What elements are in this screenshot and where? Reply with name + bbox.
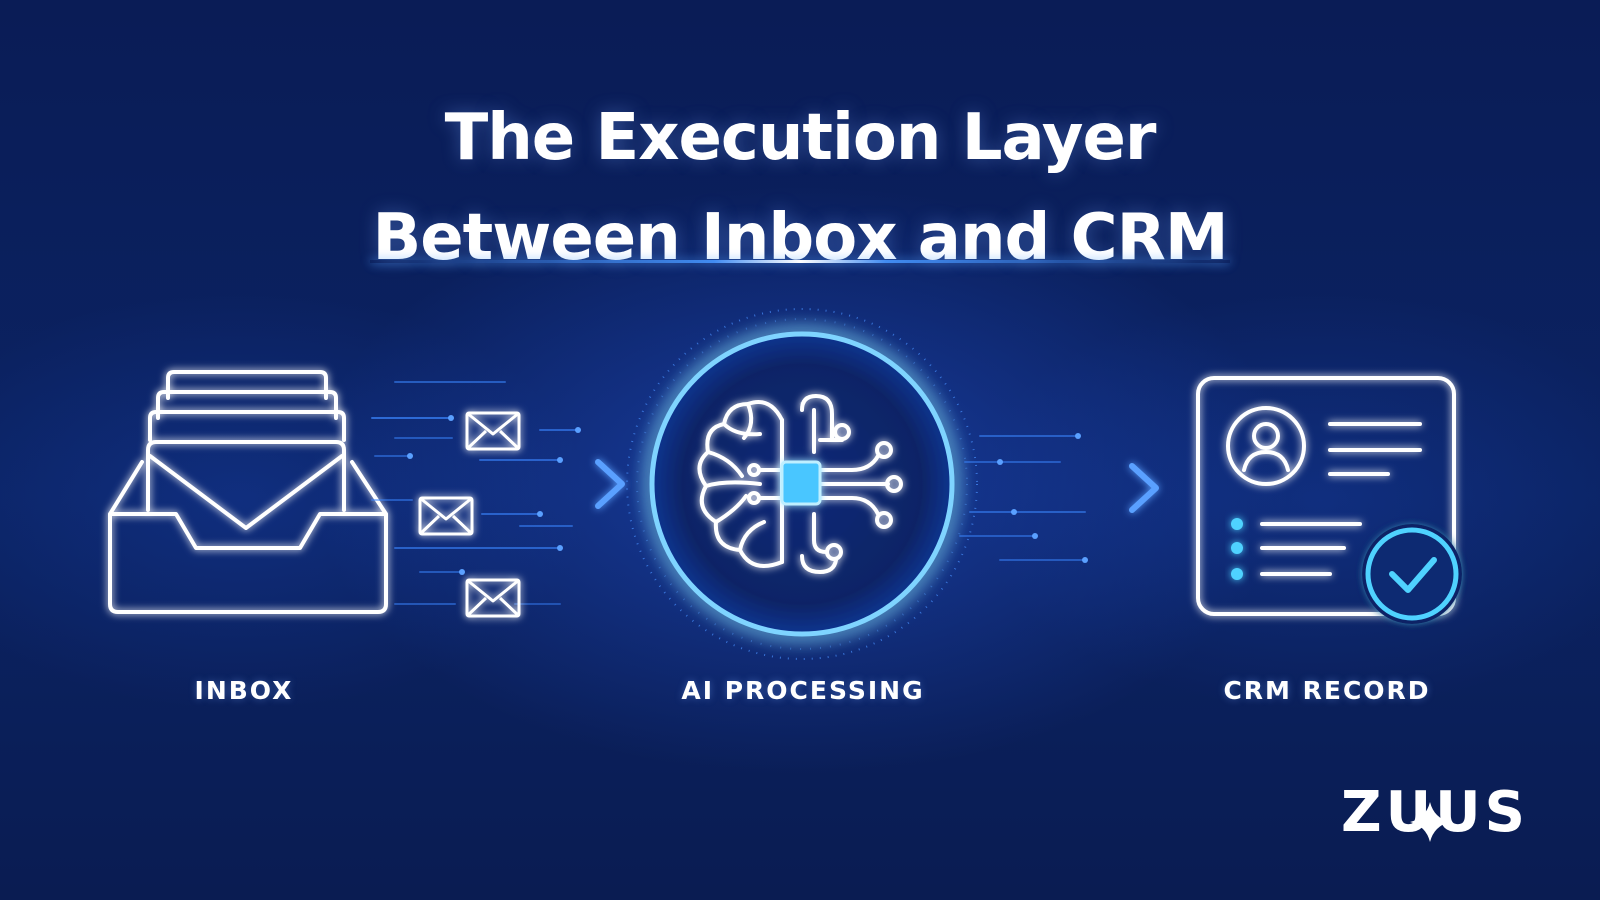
page-title: The Execution Layer Between Inbox and CR… xyxy=(0,88,1600,288)
motion-lines xyxy=(371,381,579,605)
envelope-icon xyxy=(465,411,521,451)
dotted-halo xyxy=(626,308,978,660)
check-badge-icon xyxy=(1362,524,1462,624)
header-lines xyxy=(1328,422,1422,476)
crm-record-label: CRM RECORD xyxy=(1223,676,1431,705)
envelope-icon xyxy=(418,496,474,536)
inbox-label: INBOX xyxy=(194,676,294,705)
title-line-1: The Execution Layer xyxy=(444,101,1157,175)
field-lines xyxy=(1260,522,1362,576)
brand-logo-text: ZUUS xyxy=(1341,780,1529,845)
inbox-tray-icon xyxy=(108,370,388,614)
motion-lines xyxy=(959,435,1086,561)
motion-dots xyxy=(407,415,581,575)
connector-inbox-to-ai xyxy=(371,381,625,618)
flow-arrow xyxy=(952,463,1159,513)
connector-ai-to-crm xyxy=(952,433,1159,563)
inbox-tray xyxy=(108,460,388,614)
record-card xyxy=(1196,376,1456,616)
ai-processing-label: AI PROCESSING xyxy=(681,676,925,705)
envelope-icon xyxy=(465,578,521,618)
chip-core xyxy=(780,460,822,506)
zuus-logo xyxy=(1410,802,1450,842)
dotted-halo-inner xyxy=(636,318,968,650)
title-divider xyxy=(370,260,1230,263)
contact-card-check-icon xyxy=(1196,376,1462,624)
ai-processing-node xyxy=(626,308,978,660)
stacked-letters xyxy=(146,370,346,530)
bullet-dots xyxy=(1231,518,1243,580)
avatar-icon xyxy=(1226,406,1306,486)
flow-arrow xyxy=(477,459,625,509)
brain-chip-icon xyxy=(697,394,903,574)
motion-dots xyxy=(997,433,1088,563)
